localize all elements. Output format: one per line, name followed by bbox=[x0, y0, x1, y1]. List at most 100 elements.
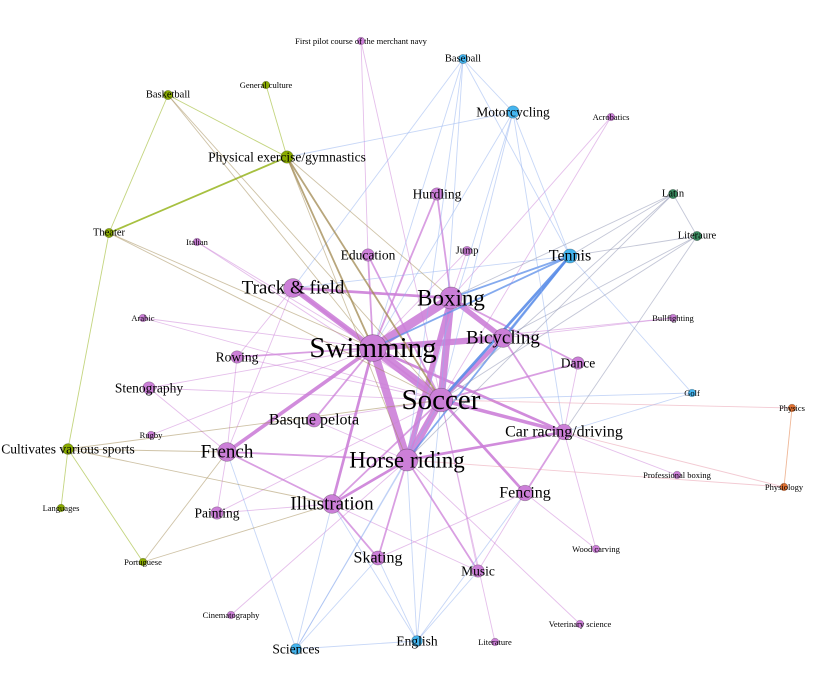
node-bicycling[interactable] bbox=[493, 328, 513, 348]
node-acrobatics[interactable] bbox=[606, 112, 616, 122]
node-soccer[interactable] bbox=[428, 387, 454, 413]
node-literature[interactable] bbox=[490, 637, 500, 647]
edge-illustration-skating bbox=[331, 503, 379, 559]
node-boxing[interactable] bbox=[439, 286, 463, 310]
edge-latin-soccer bbox=[440, 193, 674, 401]
node-label-music: Music bbox=[461, 564, 495, 579]
edge-sciences-skating bbox=[295, 557, 379, 650]
node-label-proboxing: Professional boxing bbox=[643, 470, 712, 480]
node-physex[interactable] bbox=[280, 150, 294, 164]
node-theater[interactable] bbox=[104, 228, 114, 238]
node-label-skating: Skating bbox=[354, 550, 403, 567]
edge-latin-horse bbox=[406, 193, 674, 461]
node-proboxing[interactable] bbox=[672, 470, 682, 480]
edge-physex-soccer bbox=[286, 156, 442, 401]
edge-tennis-track bbox=[292, 255, 571, 289]
node-painting[interactable] bbox=[210, 506, 224, 520]
node-fencing[interactable] bbox=[516, 484, 534, 502]
node-genculture[interactable] bbox=[261, 80, 271, 90]
nodes-layer bbox=[56, 36, 797, 655]
edge-cultivates-illustration bbox=[67, 448, 333, 505]
node-label-bullfighting: Bullfighting bbox=[652, 313, 694, 323]
edge-theater-swimming bbox=[108, 232, 374, 349]
node-basque[interactable] bbox=[306, 412, 322, 428]
node-label-swimming: Swimming bbox=[309, 332, 436, 364]
edge-swimming-french bbox=[225, 346, 375, 454]
node-english[interactable] bbox=[411, 635, 423, 647]
edge-baseball-soccer bbox=[440, 58, 464, 401]
node-arabic[interactable] bbox=[138, 313, 148, 323]
node-swimming[interactable] bbox=[359, 334, 387, 362]
node-languages[interactable] bbox=[56, 503, 66, 513]
edge-literaure-tennis bbox=[569, 235, 698, 257]
node-hurdling[interactable] bbox=[430, 187, 444, 201]
edge-sciences-illustration bbox=[295, 503, 333, 650]
node-carracing[interactable] bbox=[555, 423, 573, 441]
edge-physiology-horse bbox=[406, 459, 785, 488]
node-baseball[interactable] bbox=[458, 54, 468, 64]
node-rugby[interactable] bbox=[146, 430, 156, 440]
node-education[interactable] bbox=[361, 248, 375, 262]
node-physics[interactable] bbox=[787, 403, 797, 413]
node-tennis[interactable] bbox=[562, 248, 578, 264]
edge-dance-carracing bbox=[563, 362, 579, 433]
node-label-motorcycling: Motorcycling bbox=[476, 105, 550, 120]
edge-jump-swimming bbox=[372, 250, 468, 349]
edge-stenography-swimming bbox=[148, 347, 374, 389]
node-jump[interactable] bbox=[462, 246, 472, 256]
edge-tennis-swimming bbox=[372, 255, 571, 349]
node-label-literaure: Literaure bbox=[678, 231, 717, 242]
node-woodcarving[interactable] bbox=[591, 544, 601, 554]
edge-basketball-swimming bbox=[167, 94, 374, 349]
node-rowing[interactable] bbox=[230, 350, 244, 364]
edge-cinema-horse bbox=[230, 459, 408, 616]
edge-cultivates-languages bbox=[60, 448, 69, 509]
node-physiology[interactable] bbox=[779, 482, 789, 492]
node-dance[interactable] bbox=[571, 356, 585, 370]
node-italian[interactable] bbox=[192, 237, 202, 247]
edge-theater-soccer bbox=[108, 232, 442, 401]
edge-carracing-proboxing bbox=[563, 431, 678, 476]
node-cinema[interactable] bbox=[226, 610, 236, 620]
node-track[interactable] bbox=[283, 278, 303, 298]
node-label-bicycling: Bicycling bbox=[466, 328, 540, 349]
edge-physex-horse bbox=[286, 156, 408, 461]
edge-latin-boxing bbox=[450, 193, 674, 299]
edge-english-fencing bbox=[416, 492, 526, 642]
edge-fencing-woodcarving bbox=[524, 492, 597, 550]
edge-physiology-carracing bbox=[563, 431, 785, 488]
node-bullfighting[interactable] bbox=[668, 313, 678, 323]
edge-cultivates-soccer bbox=[67, 399, 442, 450]
node-horse[interactable] bbox=[395, 448, 419, 472]
node-french[interactable] bbox=[217, 442, 237, 462]
node-literaure[interactable] bbox=[692, 231, 702, 241]
edge-boxing-soccer bbox=[437, 297, 455, 401]
node-cultivates[interactable] bbox=[62, 443, 74, 455]
node-sciences[interactable] bbox=[290, 643, 302, 655]
node-stenography[interactable] bbox=[142, 381, 156, 395]
node-label-carracing: Car racing/driving bbox=[505, 424, 623, 441]
node-latin[interactable] bbox=[668, 189, 678, 199]
node-label-latin: Latin bbox=[662, 189, 685, 200]
labels-layer: First pilot course of the merchant navyB… bbox=[1, 36, 805, 657]
node-illustration[interactable] bbox=[322, 494, 342, 514]
node-basketball[interactable] bbox=[163, 90, 173, 100]
node-skating[interactable] bbox=[370, 550, 386, 566]
node-portuguese[interactable] bbox=[138, 557, 148, 567]
edge-swimming-boxing bbox=[370, 294, 454, 352]
edge-horse-carracing bbox=[406, 430, 565, 462]
edge-horse-illustration bbox=[331, 458, 408, 506]
node-veterinary[interactable] bbox=[575, 619, 585, 629]
edge-latin-tennis bbox=[569, 193, 674, 257]
node-motorcycling[interactable] bbox=[506, 105, 520, 119]
edge-motorcycling-tennis bbox=[512, 111, 571, 257]
node-pilot[interactable] bbox=[356, 36, 366, 46]
edge-track-rowing bbox=[236, 287, 294, 358]
node-golf[interactable] bbox=[687, 388, 697, 398]
edge-physics-soccer bbox=[440, 399, 793, 409]
node-music[interactable] bbox=[471, 564, 485, 578]
edge-physex-motorcycling bbox=[286, 111, 514, 158]
edge-golf-carracing bbox=[563, 392, 693, 433]
edge-pilot-soccer bbox=[360, 40, 442, 401]
